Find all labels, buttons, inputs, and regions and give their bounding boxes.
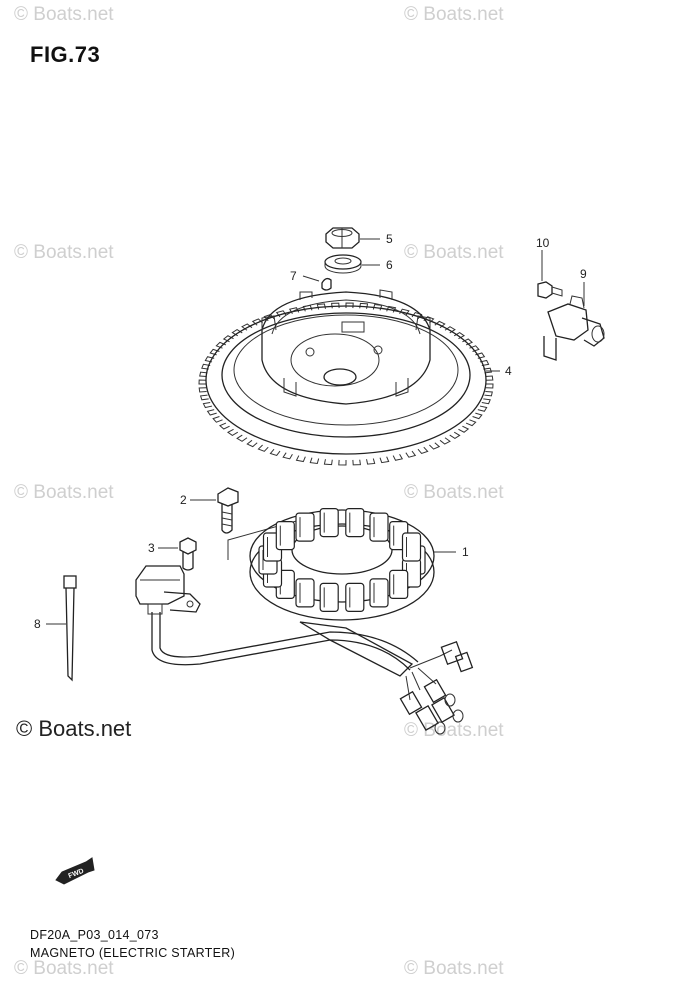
watermark: © Boats.net — [404, 482, 504, 503]
gear-tooth — [198, 387, 207, 393]
gear-tooth — [417, 446, 429, 455]
gear-tooth — [204, 356, 215, 363]
stator-coil — [295, 578, 315, 608]
stator-coil — [275, 520, 295, 551]
gear-tooth — [338, 459, 347, 466]
fwd-arrow-icon: FWD — [55, 857, 95, 885]
callout-8: 8 — [34, 617, 41, 631]
gear-tooth — [282, 452, 293, 460]
stator-coil — [401, 532, 422, 562]
gear-tooth — [481, 398, 491, 405]
pulser-sensor-part — [543, 295, 605, 361]
stator-coil — [345, 582, 365, 613]
callout-7: 7 — [290, 269, 297, 283]
gear-tooth — [226, 428, 239, 436]
brand-watermark: © Boats.net — [16, 716, 132, 741]
gear-tooth — [202, 401, 213, 409]
gear-tooth — [465, 419, 477, 427]
gear-tooth — [212, 416, 223, 423]
stator-coil — [319, 582, 339, 613]
watermark: © Boats.net — [404, 4, 504, 25]
gear-tooth — [485, 383, 494, 389]
gear-tooth — [257, 444, 269, 452]
flywheel-part — [198, 289, 494, 466]
watermark: © Boats.net — [14, 4, 114, 25]
stator-coil — [319, 508, 339, 538]
callout-9: 9 — [580, 267, 587, 281]
stator-bolt-part — [217, 487, 239, 534]
gear-tooth — [469, 345, 480, 352]
gear-tooth — [206, 409, 217, 416]
gear-tooth — [201, 363, 211, 370]
gear-tooth — [352, 459, 361, 466]
gear-tooth — [483, 367, 493, 374]
gear-tooth — [209, 348, 220, 356]
stator-coil — [369, 512, 389, 542]
callout-10: 10 — [536, 236, 550, 250]
stator-coil — [295, 512, 315, 542]
watermark: © Boats.net — [14, 958, 114, 979]
callout-1: 1 — [462, 545, 469, 559]
callout-4: 4 — [505, 364, 512, 378]
gear-tooth — [323, 459, 333, 466]
key-part — [321, 277, 332, 291]
cable-tie-part — [63, 575, 77, 682]
sensor-bolt-part — [537, 281, 563, 299]
gear-tooth — [484, 390, 493, 397]
gear-tooth — [215, 341, 227, 349]
gear-tooth — [475, 352, 486, 359]
callout-5: 5 — [386, 232, 393, 246]
gear-tooth — [199, 394, 209, 401]
gear-tooth — [366, 458, 376, 465]
wire-harness — [151, 612, 474, 735]
gear-tooth — [246, 439, 258, 448]
gear-tooth — [458, 425, 470, 433]
gear-tooth — [218, 422, 230, 430]
gear-tooth — [199, 371, 208, 378]
washer-part — [324, 254, 362, 274]
callout-6: 6 — [386, 258, 393, 272]
gear-tooth — [236, 434, 248, 442]
watermark: © Boats.net — [14, 482, 114, 503]
gear-tooth — [462, 338, 474, 346]
stator-part — [249, 508, 435, 621]
figure-title: FIG.73 — [30, 42, 101, 67]
watermark: © Boats.net — [14, 242, 114, 263]
gear-tooth — [405, 450, 417, 458]
gear-tooth — [439, 437, 451, 445]
harness-connector — [135, 565, 201, 615]
nut-part — [325, 227, 360, 249]
callout-2: 2 — [180, 493, 187, 507]
gear-tooth — [309, 457, 320, 464]
gear-tooth — [269, 448, 281, 457]
gear-tooth — [379, 456, 390, 464]
watermark: © Boats.net — [404, 242, 504, 263]
watermark: © Boats.net — [404, 720, 504, 741]
gear-tooth — [198, 379, 207, 385]
drawing-code: DF20A_P03_014_073 — [30, 928, 159, 942]
bracket-bolt-part — [179, 537, 197, 571]
stator-coil — [345, 508, 365, 538]
gear-tooth — [295, 455, 306, 463]
gear-tooth — [472, 412, 483, 420]
stator-coil — [369, 578, 389, 608]
figure-caption: MAGNETO (ELECTRIC STARTER) — [30, 946, 236, 960]
gear-tooth — [485, 375, 494, 381]
gear-tooth — [392, 453, 404, 461]
callout-3: 3 — [148, 541, 155, 555]
gear-tooth — [429, 442, 441, 450]
watermark: © Boats.net — [404, 958, 504, 979]
gear-tooth — [479, 359, 490, 367]
stator-coil — [389, 569, 409, 600]
gear-tooth — [477, 405, 488, 412]
gear-tooth — [449, 431, 461, 439]
